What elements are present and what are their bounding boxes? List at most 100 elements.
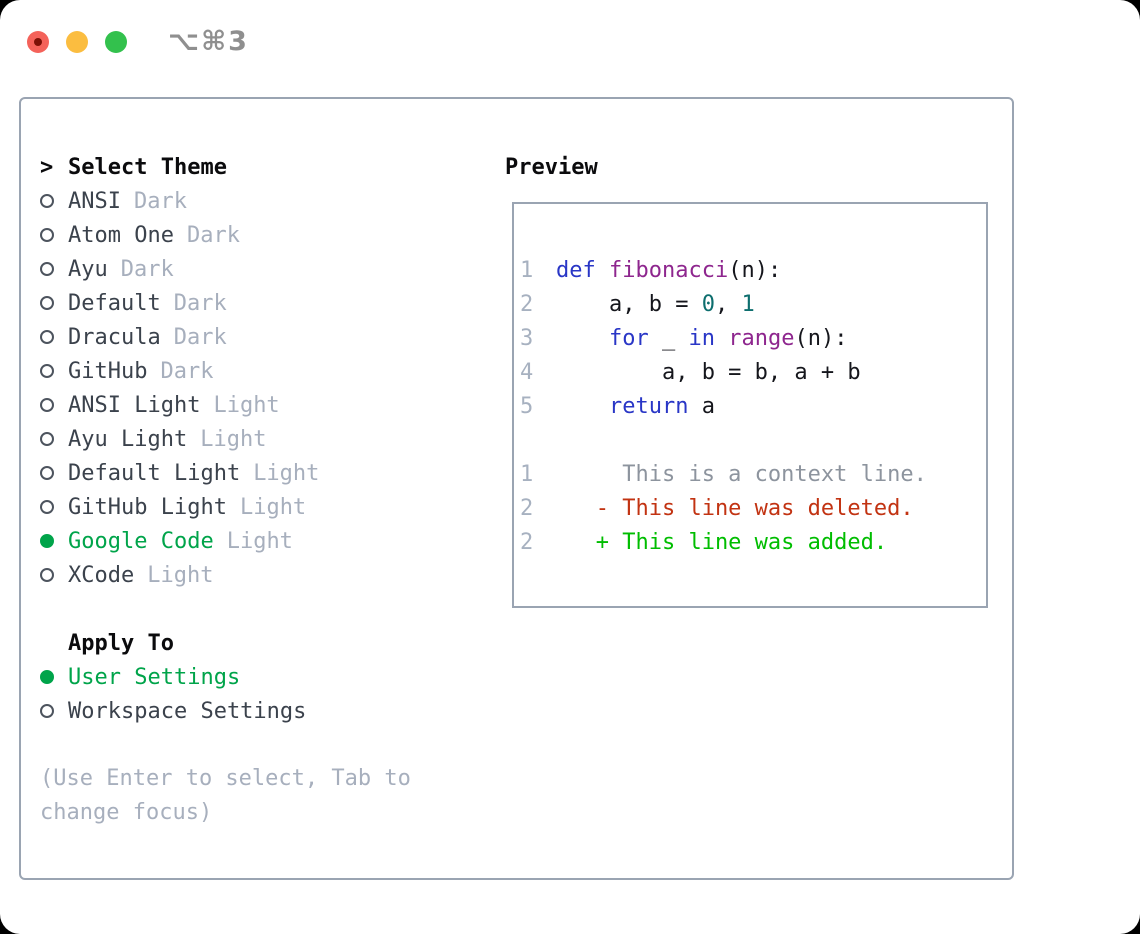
zoom-button[interactable] <box>105 30 127 53</box>
theme-variant-tag: Dark <box>133 188 187 214</box>
line-number: 3 <box>520 325 534 351</box>
theme-variant-tag: Light <box>239 494 307 520</box>
code-token: _ <box>648 325 689 351</box>
theme-list: ANSI Dark Atom One Dark Ayu Dark Default… <box>40 184 470 592</box>
diff-preview: 1 This is a context line. 2 - This line … <box>514 457 986 559</box>
line-number: 2 <box>520 529 534 555</box>
diff-content: This is a context line. <box>556 461 927 487</box>
diff-content: + This line was added. <box>556 529 888 555</box>
line-number: 2 <box>520 291 534 317</box>
focus-caret-icon: > <box>40 154 54 180</box>
left-column: > Select Theme ANSI Dark Atom One Dark A… <box>40 150 470 830</box>
code-line: 1 def fibonacci(n): <box>514 253 986 287</box>
theme-variant-tag: Dark <box>186 222 240 248</box>
code-line: 3 for _ in range(n): <box>514 321 986 355</box>
apply-option-label: Workspace Settings <box>68 698 307 724</box>
radio-icon <box>40 330 68 344</box>
minimize-button[interactable] <box>66 30 88 53</box>
radio-icon <box>40 534 68 548</box>
theme-variant-tag: Dark <box>160 358 214 384</box>
apply-to-section: Apply To User Settings Workspace Setting… <box>40 626 470 728</box>
theme-variant-tag: Light <box>213 392 280 418</box>
title-bar: ⌥⌘3 <box>27 26 249 57</box>
code-token: a, b = b, a + b <box>556 359 861 385</box>
theme-variant-tag: Light <box>253 460 320 486</box>
line-number: 4 <box>520 359 534 385</box>
diff-line: 2 + This line was added. <box>514 525 986 559</box>
diff-line: 1 This is a context line. <box>514 457 986 491</box>
code-content: a, b = b, a + b <box>556 360 861 385</box>
radio-icon <box>40 228 68 242</box>
code-token <box>596 258 609 283</box>
theme-name: Default <box>68 290 161 316</box>
apply-option-label: User Settings <box>68 664 241 690</box>
theme-name: Ayu <box>68 256 108 282</box>
code-token: (n): <box>794 325 848 351</box>
radio-icon <box>40 296 68 310</box>
code-token: return <box>608 393 689 419</box>
theme-picker-panel: > Select Theme ANSI Dark Atom One Dark A… <box>19 97 1014 880</box>
code-line: 5 return a <box>514 389 986 423</box>
radio-icon <box>40 398 68 412</box>
theme-option[interactable]: Default Light Light <box>40 456 470 490</box>
theme-name: XCode <box>68 562 135 588</box>
line-number: 1 <box>520 257 534 283</box>
theme-variant-tag: Light <box>226 528 293 554</box>
theme-option[interactable]: Ayu Light Light <box>40 422 470 456</box>
code-token: (n): <box>728 257 782 283</box>
theme-option[interactable]: GitHub Light Light <box>40 490 470 524</box>
code-token: in <box>688 325 715 351</box>
apply-option[interactable]: User Settings <box>40 660 470 694</box>
theme-list-header: > Select Theme <box>40 150 470 184</box>
line-number: 1 <box>520 461 534 487</box>
diff-line: 2 - This line was deleted. <box>514 491 986 525</box>
close-button[interactable] <box>27 30 49 53</box>
theme-name: GitHub <box>68 358 148 384</box>
line-number: 2 <box>520 495 534 521</box>
theme-option[interactable]: XCode Light <box>40 558 470 592</box>
theme-option[interactable]: ANSI Light Light <box>40 388 470 422</box>
code-line: 4 a, b = b, a + b <box>514 355 986 389</box>
code-token: for <box>608 325 649 351</box>
apply-to-header: Apply To <box>68 630 174 656</box>
line-number: 5 <box>520 393 534 419</box>
radio-icon <box>40 670 68 684</box>
code-token <box>715 326 728 351</box>
theme-variant-tag: Dark <box>173 290 227 316</box>
theme-option[interactable]: Atom One Dark <box>40 218 470 252</box>
theme-option[interactable]: Ayu Dark <box>40 252 470 286</box>
theme-option[interactable]: Default Dark <box>40 286 470 320</box>
code-token: , <box>714 291 742 317</box>
theme-option[interactable]: ANSI Dark <box>40 184 470 218</box>
code-content: for _ in range(n): <box>556 326 847 351</box>
diff-content: - This line was deleted. <box>556 495 914 521</box>
theme-name: Google Code <box>68 528 214 554</box>
code-line: 2 a, b = 0, 1 <box>514 287 986 321</box>
theme-name: Ayu Light <box>68 426 188 452</box>
theme-option[interactable]: Dracula Dark <box>40 320 470 354</box>
radio-icon <box>40 194 68 208</box>
radio-icon <box>40 500 68 514</box>
theme-name: ANSI <box>68 188 121 214</box>
code-token: def <box>556 257 596 283</box>
code-token: fibonacci <box>609 257 729 283</box>
code-token: range <box>728 325 795 351</box>
code-content: return a <box>556 394 715 419</box>
theme-option[interactable]: Google Code Light <box>40 524 470 558</box>
theme-name: ANSI Light <box>68 392 201 418</box>
radio-icon <box>40 466 68 480</box>
code-content: a, b = 0, 1 <box>556 292 755 317</box>
code-token: a <box>688 393 715 419</box>
preview-title: Preview <box>505 154 598 180</box>
radio-icon <box>40 432 68 446</box>
apply-option[interactable]: Workspace Settings <box>40 694 470 728</box>
theme-variant-tag: Light <box>200 426 267 452</box>
theme-name: Dracula <box>68 324 161 350</box>
theme-variant-tag: Dark <box>120 256 174 282</box>
code-token: 0 <box>701 291 715 317</box>
theme-option[interactable]: GitHub Dark <box>40 354 470 388</box>
theme-variant-tag: Dark <box>173 324 227 350</box>
radio-icon <box>40 568 68 582</box>
preview-pane: 1 def fibonacci(n): 2 a, b = 0, 1 3 for … <box>512 202 988 608</box>
